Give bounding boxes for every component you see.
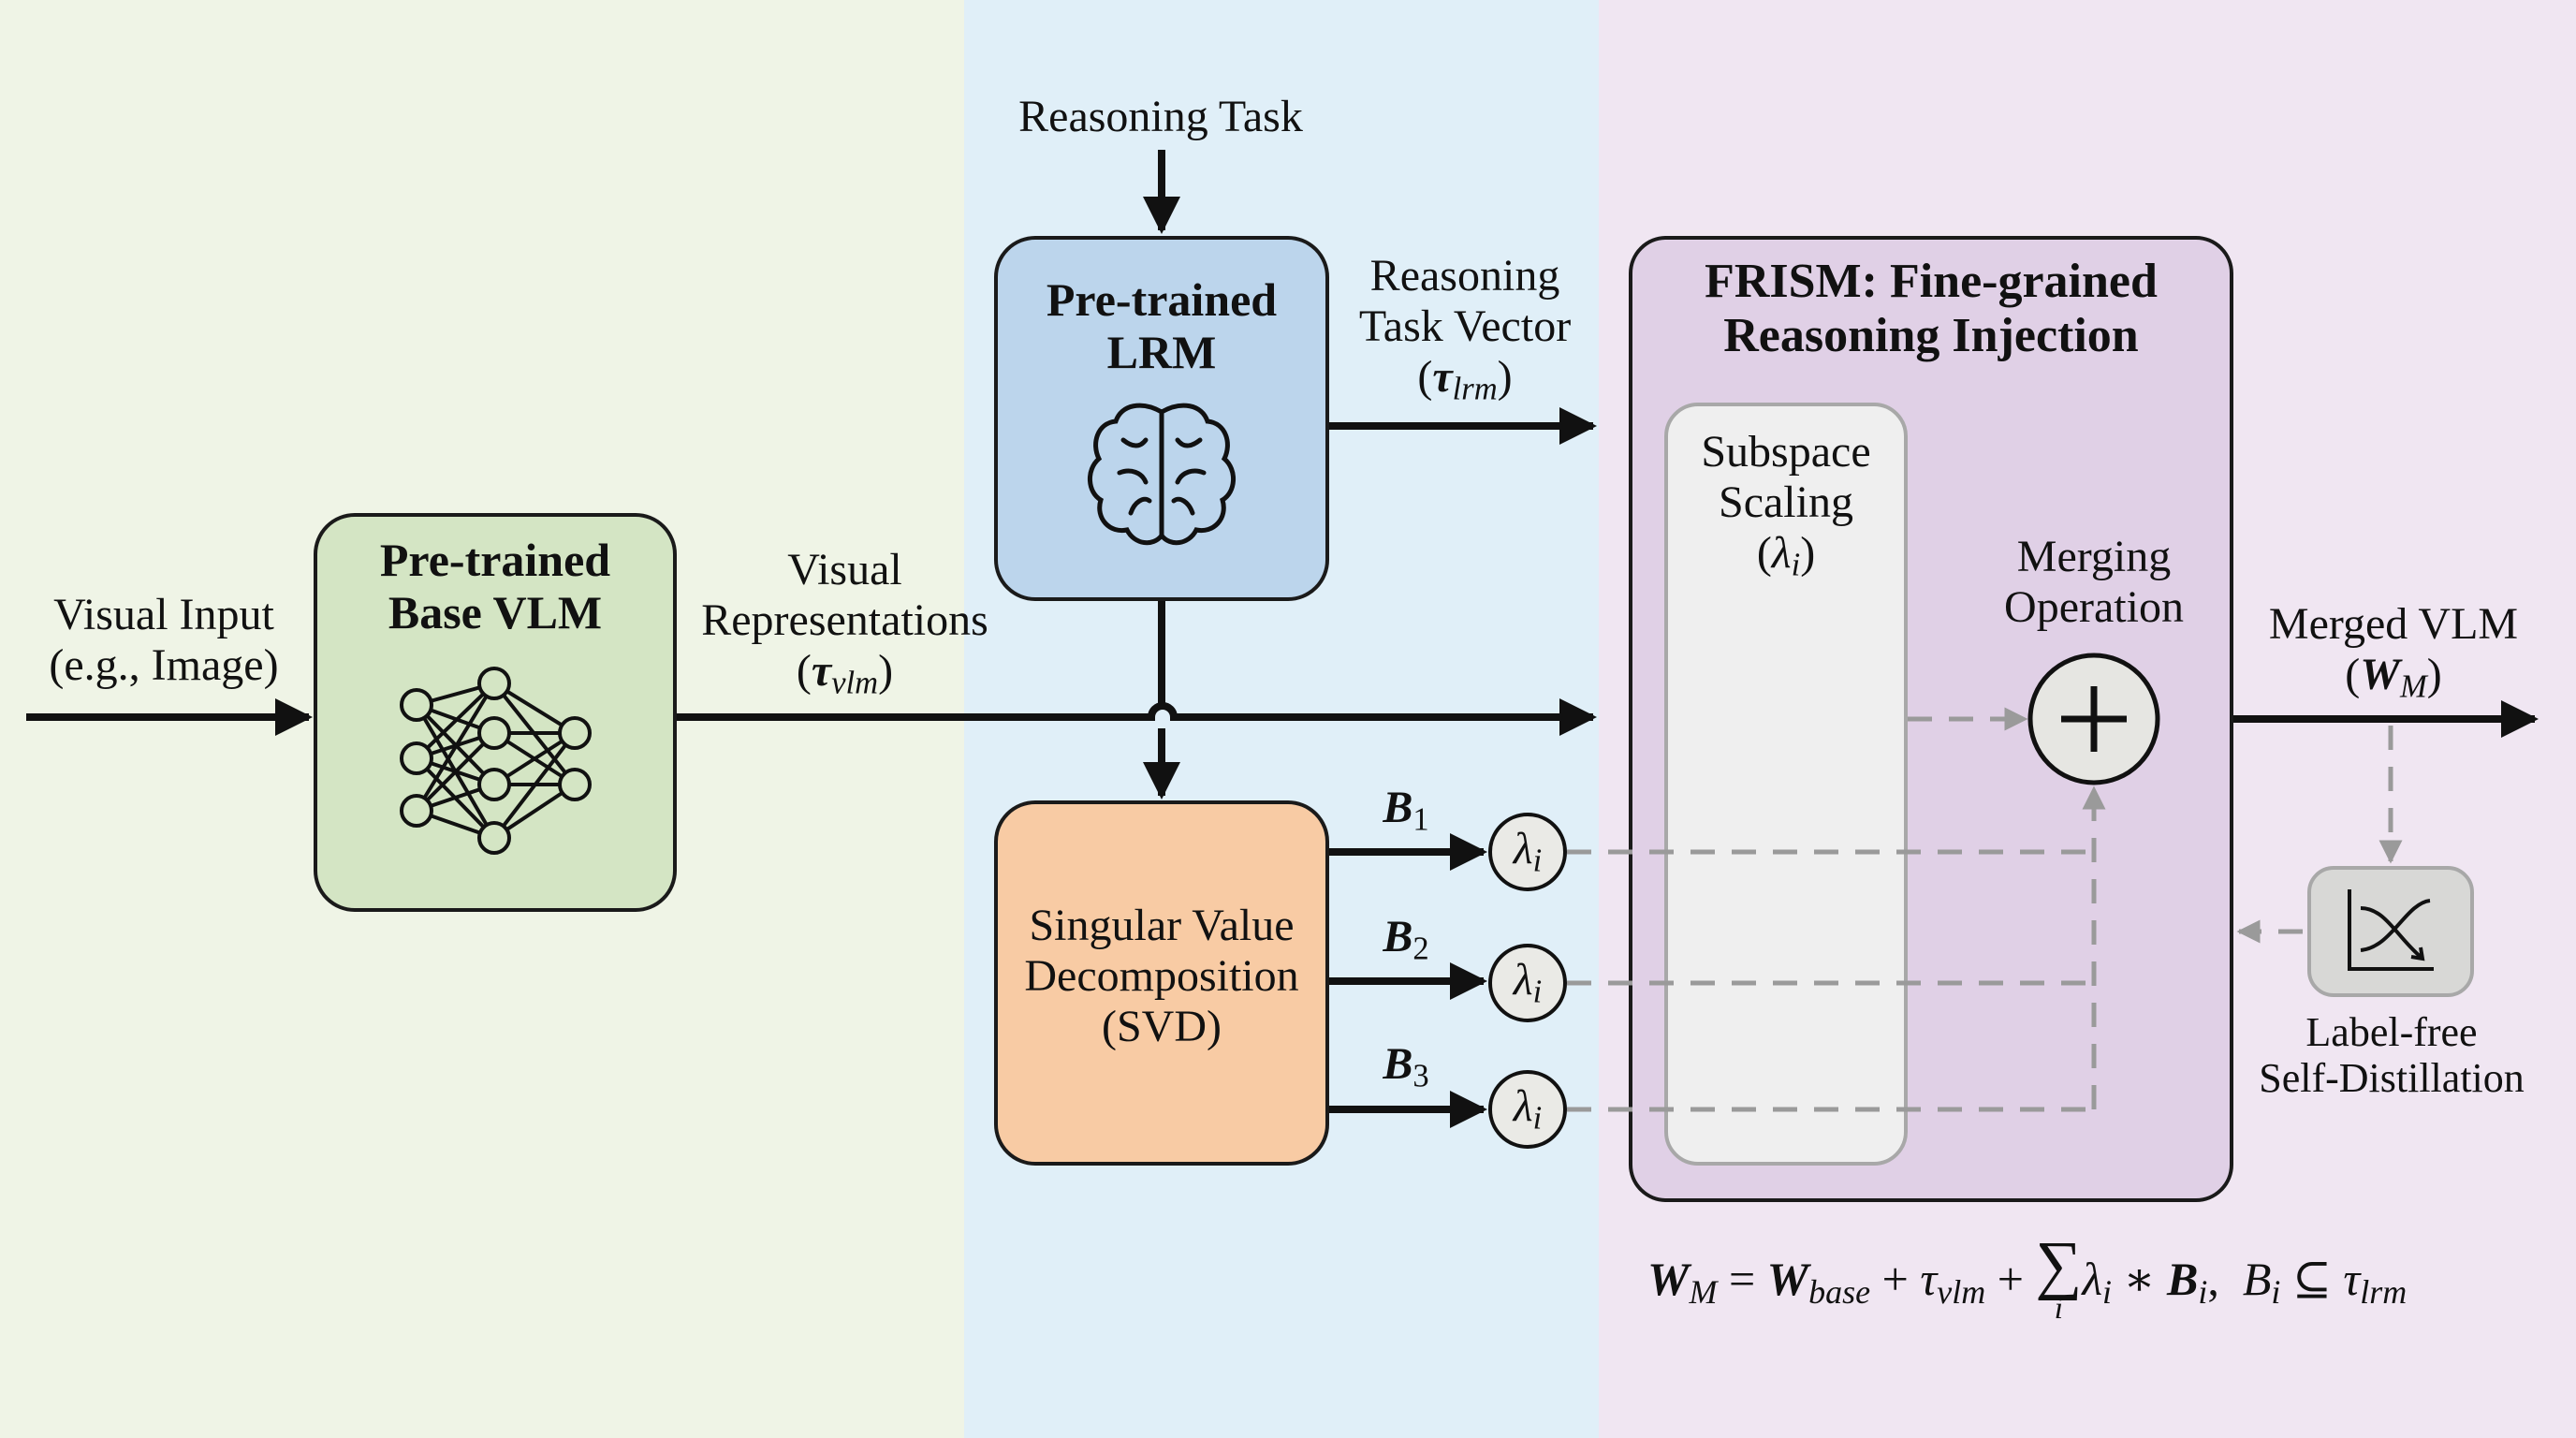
formula-wbase: W <box>1766 1253 1809 1305</box>
base-vlm-title: Pre-trained Base VLM <box>314 534 677 638</box>
lambda-label-3: λi <box>1490 1081 1565 1137</box>
lambda-node-3 <box>1488 1070 1567 1149</box>
visual-representations-line1: Visual <box>787 545 902 594</box>
frism-title-line2: Reasoning Injection <box>1723 309 2139 363</box>
w-glyph: W <box>2360 649 2400 699</box>
formula-eq: = <box>1728 1253 1756 1305</box>
formula-b-sub: i <box>2198 1273 2208 1311</box>
visual-representations-line2: Representations <box>701 594 988 645</box>
self-distillation-line2: Self-Distillation <box>2259 1055 2525 1102</box>
formula-times: ∗ <box>2123 1253 2156 1305</box>
formula-wm-sub: M <box>1689 1273 1718 1311</box>
formula-wm: W <box>1647 1253 1690 1305</box>
base-vlm-title-line2: Base VLM <box>388 586 603 638</box>
basis-index: 3 <box>1412 1058 1429 1094</box>
basis-label-3: B3 <box>1368 1039 1443 1094</box>
formula-tau-sub: vlm <box>1937 1273 1986 1311</box>
plus-icon <box>2061 686 2127 752</box>
subspace-line1: Subspace <box>1701 427 1871 477</box>
formula-tau: τ <box>1920 1253 1938 1305</box>
lambda-node-1 <box>1488 813 1567 891</box>
tau-vlm-subscript: vlm <box>831 665 879 701</box>
lambda-glyph: λ <box>1513 955 1533 1005</box>
formula-lambda-sub: i <box>2102 1273 2113 1311</box>
basis-symbol: B <box>1383 783 1413 832</box>
subspace-lambda: (λi) <box>1756 527 1816 583</box>
lambda-label-1: λi <box>1490 824 1565 879</box>
lambda-label-2: λi <box>1490 955 1565 1010</box>
subspace-scaling-box <box>1664 403 1908 1166</box>
visual-representations-label: Visual Representations (τvlm) <box>674 545 1016 701</box>
subspace-line2: Scaling <box>1719 477 1853 527</box>
lambda-glyph: λ <box>1771 527 1792 578</box>
lambda-sub: i <box>1532 974 1543 1010</box>
self-distillation-line1: Label-free <box>2305 1009 2478 1055</box>
tau-lrm-subscript: lrm <box>1452 371 1498 407</box>
basis-label-1: B1 <box>1368 783 1443 838</box>
tau-glyph: τ <box>811 645 832 696</box>
lrm-title-line1: Pre-trained <box>1046 273 1278 326</box>
svd-line3: (SVD) <box>1102 1001 1222 1051</box>
svd-line2: Decomposition <box>1024 950 1299 1001</box>
reasoning-task-label: Reasoning Task <box>1018 92 1303 141</box>
tau-vlm-symbol: (τvlm) <box>796 645 894 701</box>
basis-index: 2 <box>1412 931 1429 967</box>
lrm-title: Pre-trained LRM <box>994 273 1329 378</box>
lambda-sub: i <box>1532 1100 1543 1137</box>
formula-tau-lrm-sub: lrm <box>2360 1273 2408 1311</box>
merging-line1: Merging <box>2016 532 2172 581</box>
formula-b: B <box>2167 1253 2199 1305</box>
neural-network-icon <box>400 667 592 855</box>
task-vector-label: Reasoning Task Vector (τlrm) <box>1329 251 1601 407</box>
formula-b2: B <box>2242 1253 2272 1305</box>
basis-symbol: B <box>1383 912 1413 961</box>
formula-plus: + <box>1997 1253 2024 1305</box>
frism-title: FRISM: Fine-grained Reasoning Injection <box>1629 255 2233 363</box>
tau-glyph: τ <box>1432 351 1453 402</box>
lambda-sub: i <box>1532 843 1543 879</box>
merged-vlm-symbol: (WM) <box>2345 649 2442 705</box>
visual-representation-arrow <box>677 698 1597 736</box>
visual-input-line2: (e.g., Image) <box>49 639 279 690</box>
visual-input-line1: Visual Input <box>53 590 274 639</box>
merged-vlm-label: Merged VLM (WM) <box>2239 599 2548 705</box>
brain-icon <box>1088 403 1236 546</box>
lambda-glyph: λ <box>1513 1081 1533 1131</box>
formula-comma: , <box>2207 1253 2219 1305</box>
lambda-glyph: λ <box>1513 824 1533 873</box>
merging-operation-label: Merging Operation <box>1954 532 2234 633</box>
lrm-title-line2: LRM <box>1106 326 1217 378</box>
sum-sub: i <box>2054 1291 2064 1326</box>
formula-lambda: λ <box>2082 1253 2102 1305</box>
svd-label: Singular Value Decomposition (SVD) <box>994 901 1329 1051</box>
basis-symbol: B <box>1383 1039 1413 1089</box>
visual-input-label: Visual Input (e.g., Image) <box>28 590 300 691</box>
formula-subset: ⊆ <box>2291 1253 2332 1305</box>
task-vector-line2: Task Vector <box>1358 301 1572 351</box>
sum-glyph: ∑ <box>2035 1229 2083 1301</box>
subspace-scaling-label: Subspace Scaling (λi) <box>1664 427 1908 583</box>
lambda-node-2 <box>1488 944 1567 1022</box>
tau-lrm-symbol: (τlrm) <box>1417 351 1513 407</box>
basis-index: 1 <box>1412 801 1429 838</box>
crossing-curves-chart-icon <box>2348 889 2434 971</box>
svd-box <box>994 800 1329 1166</box>
formula-b2-sub: i <box>2271 1273 2281 1311</box>
base-vlm-title-line1: Pre-trained <box>379 534 611 586</box>
formula-plus: + <box>1881 1253 1909 1305</box>
frism-title-line1: FRISM: Fine-grained <box>1705 255 2158 308</box>
task-vector-line1: Reasoning <box>1369 251 1560 301</box>
formula-wbase-sub: base <box>1808 1273 1871 1311</box>
w-sub: M <box>2399 668 2427 705</box>
self-distillation-label: Label-free Self-Distillation <box>2228 1009 2555 1102</box>
formula-sum: ∑i <box>2035 1229 2083 1326</box>
merged-vlm-line1: Merged VLM <box>2268 599 2519 649</box>
lambda-sub: i <box>1791 547 1801 583</box>
merging-line2: Operation <box>2004 581 2184 632</box>
svd-line1: Singular Value <box>1029 901 1295 950</box>
formula-tau-lrm: τ <box>2343 1253 2361 1305</box>
basis-label-2: B2 <box>1368 912 1443 967</box>
